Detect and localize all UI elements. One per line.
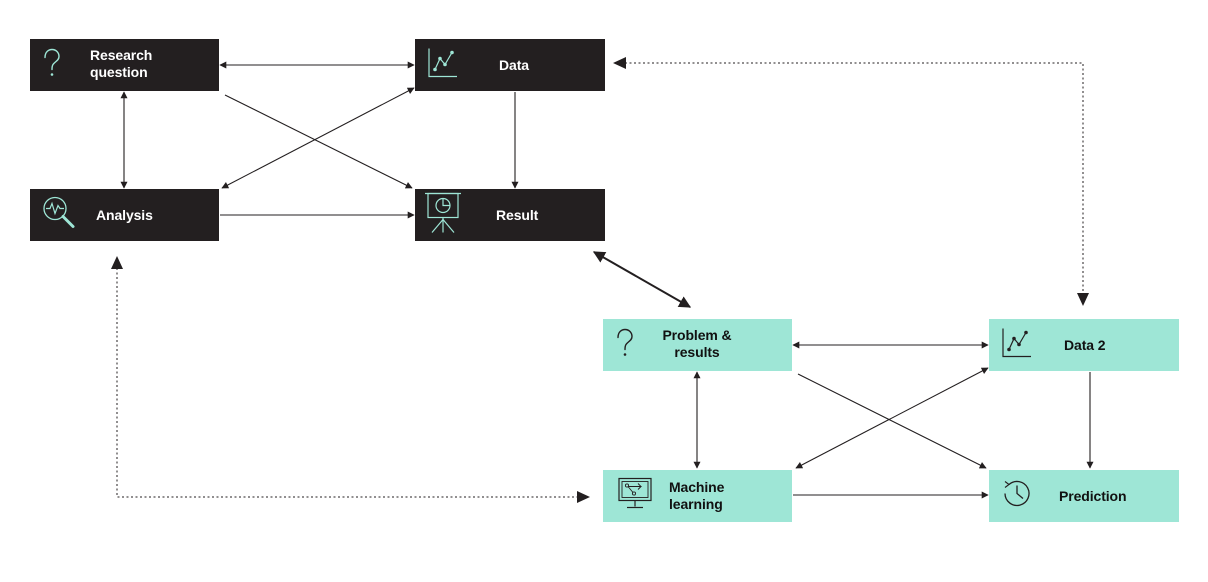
node-result: Result <box>415 189 605 241</box>
node-problem-results: Problem & results <box>603 319 792 371</box>
dotted-arrow-analysis-ml <box>116 268 578 498</box>
node-prediction: Prediction <box>989 470 1179 522</box>
node-research-question: Research question <box>30 39 219 91</box>
node-data2: Data 2 <box>989 319 1179 371</box>
node-machine-learning: Machine learning <box>603 470 792 522</box>
node-label: Data 2 <box>1064 337 1106 353</box>
node-label: Analysis <box>96 207 153 223</box>
node-label: Result <box>496 207 539 223</box>
line-chart-icon <box>427 47 459 84</box>
node-data: Data <box>415 39 605 91</box>
arrow-problem-prediction <box>797 373 987 469</box>
dotted-head-analysis <box>111 256 123 269</box>
node-label: Research question <box>90 47 153 80</box>
dotted-arrow-data-data2 <box>625 62 1084 294</box>
node-label: Prediction <box>1059 488 1127 504</box>
arrow-result-problem <box>592 251 692 308</box>
presentation-pie-icon <box>423 191 463 240</box>
question-mark-icon <box>38 46 64 85</box>
node-label: Machine learning <box>669 479 725 512</box>
line-chart-icon <box>1001 327 1033 364</box>
node-analysis: Analysis <box>30 189 219 241</box>
dotted-head-data <box>613 57 626 69</box>
node-label: Problem & results <box>662 327 732 360</box>
monitor-network-icon <box>617 477 653 516</box>
question-mark-icon <box>611 326 637 365</box>
arrow-data-analysis <box>221 87 415 189</box>
magnifier-pulse-icon <box>40 194 78 237</box>
clock-icon <box>999 476 1035 517</box>
arrow-data2-ml <box>795 367 989 469</box>
node-label: Data <box>499 57 529 73</box>
dotted-head-ml <box>577 491 590 503</box>
arrow-research-result <box>224 94 413 189</box>
dotted-head-data2 <box>1077 293 1089 306</box>
